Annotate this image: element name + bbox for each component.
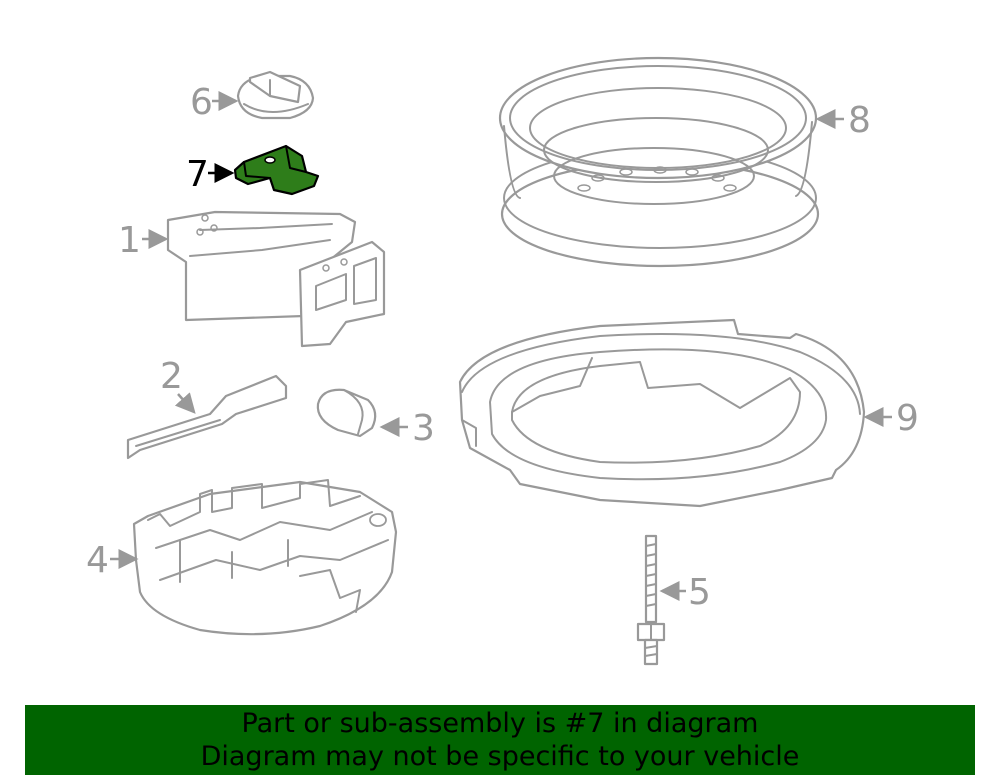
part-6-cap (236, 70, 315, 120)
part-2-handle (126, 374, 288, 460)
svg-text:1: 1 (118, 220, 141, 261)
callout-9: 9 (863, 398, 919, 439)
part-7-shape (233, 144, 320, 196)
svg-text:6: 6 (190, 82, 213, 123)
part-1-holder (166, 210, 386, 348)
callout-4: 4 (86, 540, 139, 581)
callout-5: 5 (659, 572, 711, 613)
part-5-bolt (636, 534, 666, 666)
banner-line-1: Part or sub-assembly is #7 in diagram (241, 708, 759, 739)
part-8-wheel (498, 56, 820, 268)
part-9-cover (458, 318, 866, 508)
svg-text:8: 8 (848, 100, 871, 141)
callout-3: 3 (379, 408, 435, 449)
svg-text:5: 5 (688, 572, 711, 613)
svg-text:7: 7 (186, 154, 209, 195)
svg-text:4: 4 (86, 540, 109, 581)
callout-2: 2 (160, 356, 196, 414)
callout-6: 6 (190, 82, 239, 123)
callout-8: 8 (815, 100, 871, 141)
banner-line-2: Diagram may not be specific to your vehi… (200, 741, 800, 772)
svg-text:9: 9 (896, 398, 919, 439)
part-4-tray (132, 479, 398, 636)
callout-7: 7 (186, 154, 235, 195)
svg-text:3: 3 (412, 408, 435, 449)
callout-1: 1 (118, 220, 169, 261)
part-7-bracket (233, 144, 320, 196)
svg-text:2: 2 (160, 356, 183, 397)
part-3-block (316, 388, 377, 438)
wheel-lug-holes (577, 166, 737, 192)
parts-diagram: 6 7 1 2 3 4 5 8 9 (86, 56, 919, 666)
info-banner: Part or sub-assembly is #7 in diagram Di… (25, 705, 975, 775)
